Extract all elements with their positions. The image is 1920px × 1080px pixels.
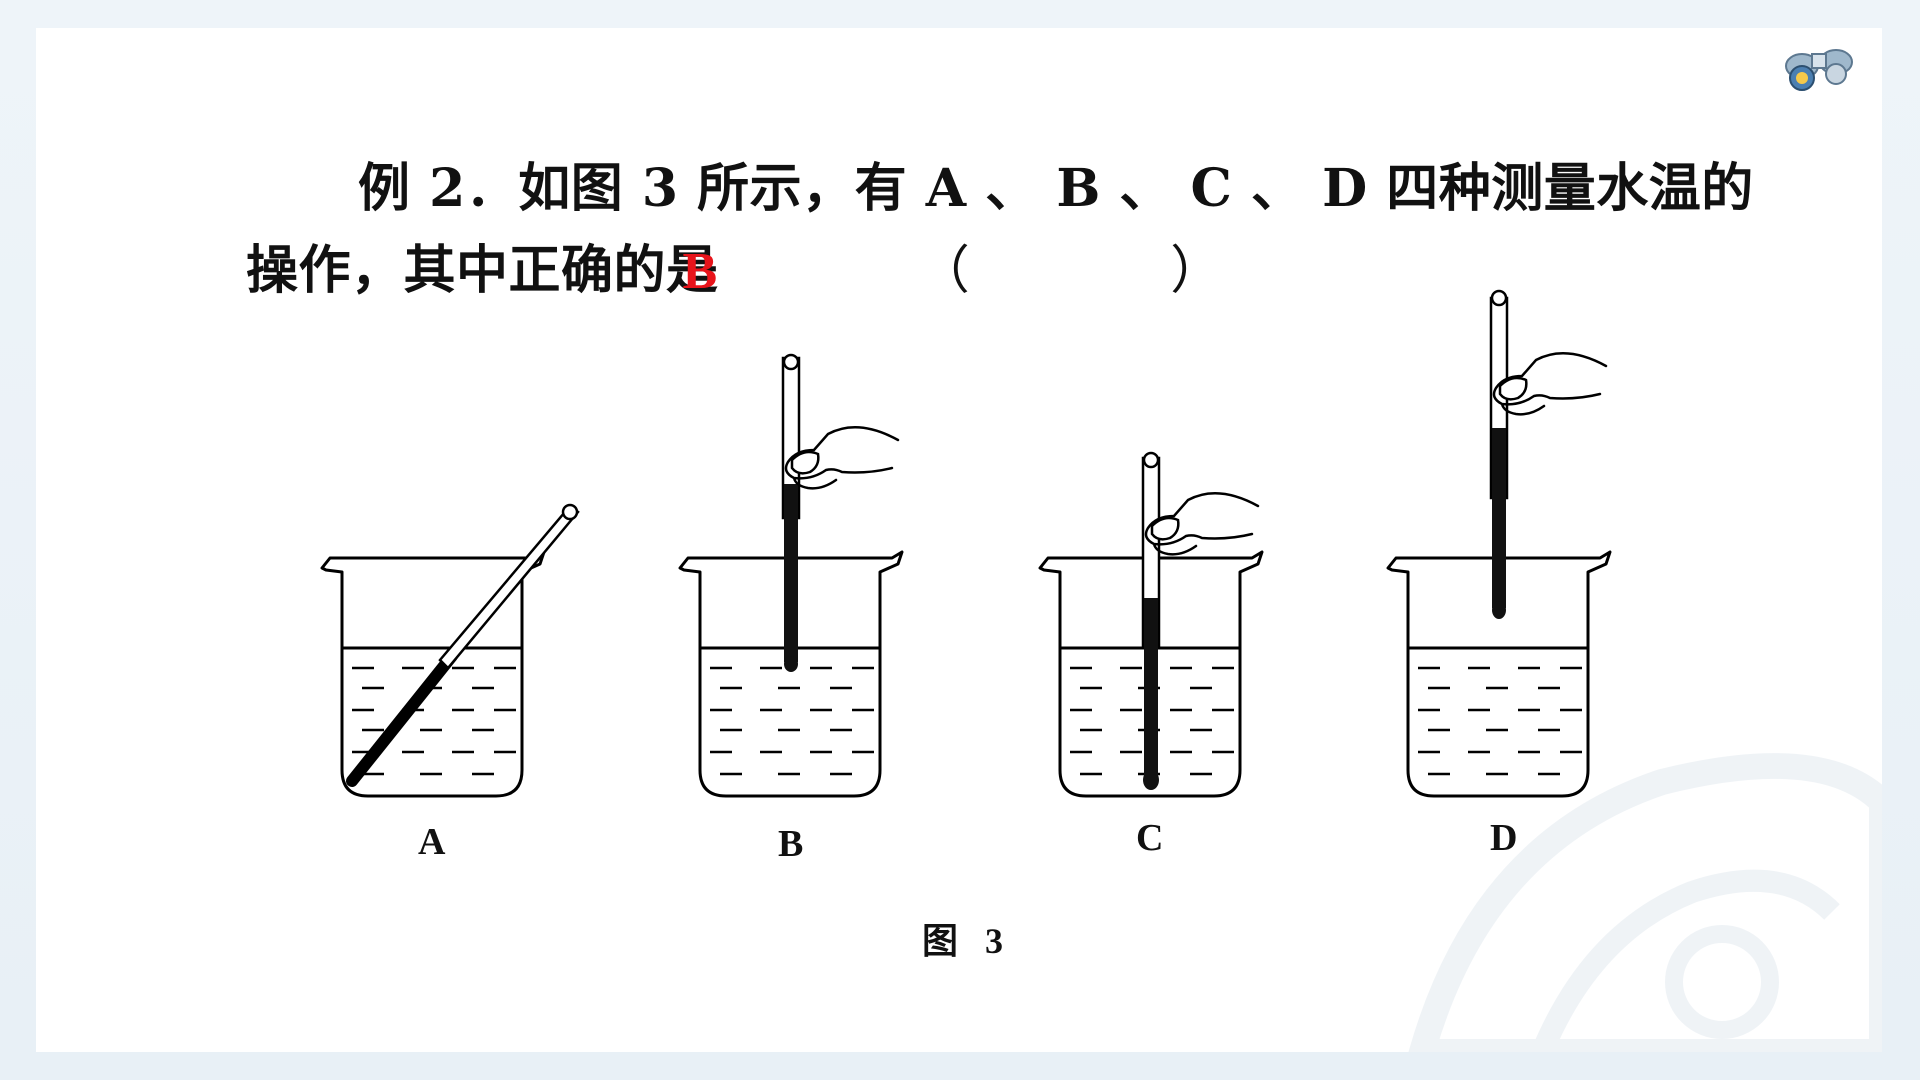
answer-paren-open: （ (917, 241, 971, 301)
panel-label-c: C (1136, 817, 1164, 859)
school-emblem-watermark (1408, 753, 1882, 1052)
panel-label-b: B (778, 823, 804, 865)
panel-c-beaker (1038, 451, 1264, 798)
answer-mark: B (682, 243, 718, 300)
question-text-line1: 例 2．如图 3 所示，有 A 、 B 、 C 、 D 四种测量水温的 (358, 158, 1754, 219)
slide (36, 28, 1882, 1052)
panel-d-beaker (1386, 289, 1612, 798)
panel-label-a: A (418, 821, 446, 863)
answer-paren-close: ） (1170, 241, 1223, 301)
figure-caption: 图 3 (922, 921, 1004, 961)
panel-a-beaker (320, 503, 580, 798)
panel-label-d: D (1490, 817, 1518, 859)
question-text-line2: 操作，其中正确的是B （ ） (246, 228, 1223, 303)
panel-b-beaker (678, 353, 904, 798)
question-prefix: 操作，其中正确的是 (246, 240, 719, 301)
binoculars-icon (1785, 49, 1853, 91)
